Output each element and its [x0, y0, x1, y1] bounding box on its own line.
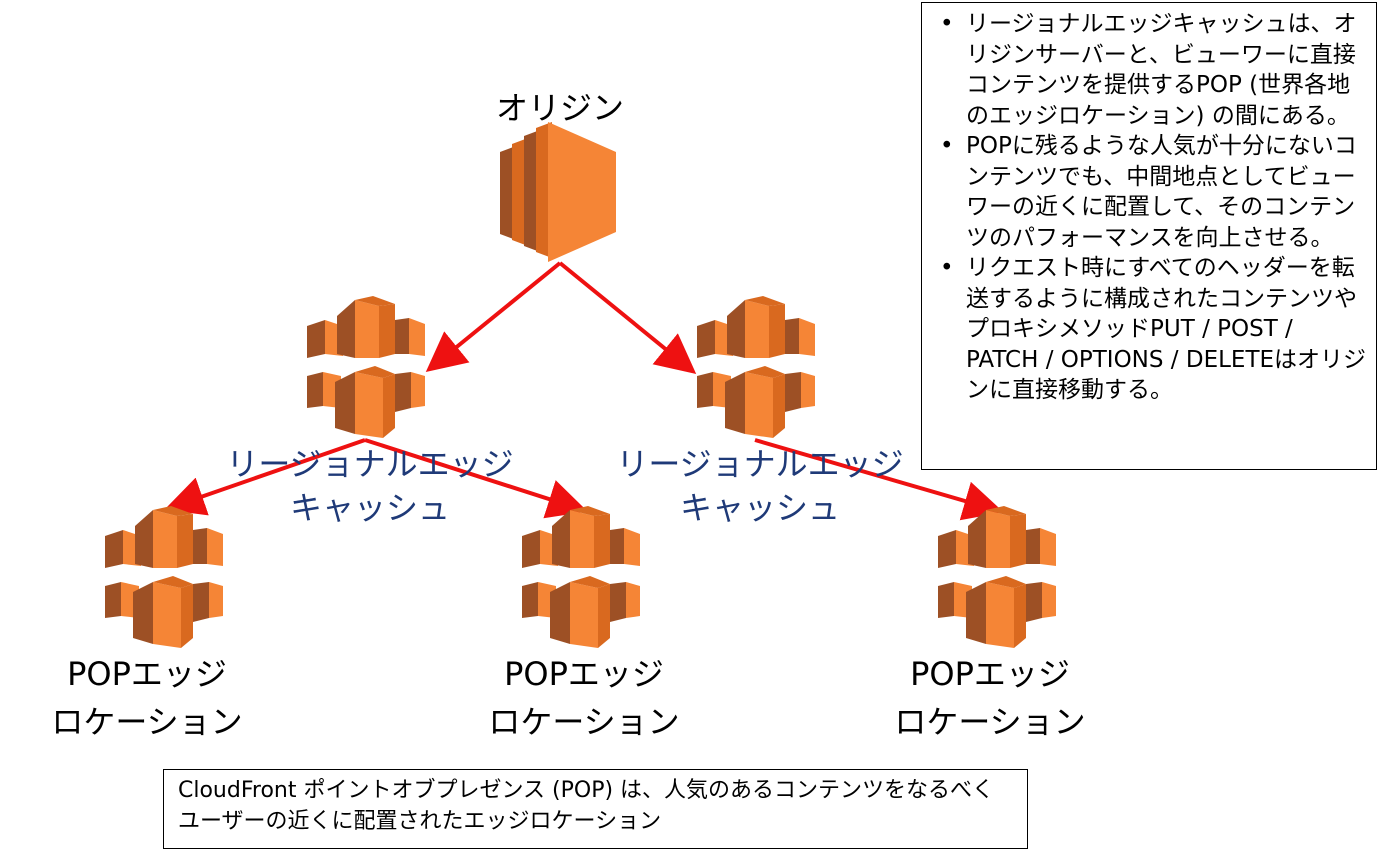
note-item: リクエスト時にすべてのヘッダーを転送するように構成されたコンテンツやプロキシメソ…: [932, 253, 1368, 406]
arrow-origin-to-regional-1: [425, 261, 562, 373]
notes-list: リージョナルエッジキャッシュは、オリジンサーバーと、ビューワーに直接コンテンツを…: [932, 9, 1368, 406]
pop-location-icon-1: [105, 506, 223, 648]
origin-label-text: オリジン: [495, 89, 624, 127]
regional-cache-label-2: リージョナルエッジ キャッシュ: [600, 442, 920, 530]
pop-location-label-3-line2: ロケーション: [894, 703, 1086, 741]
pop-location-label-1-line1: POPエッジ: [67, 655, 227, 693]
regional-cache-icon-1: [307, 296, 425, 438]
regional-cache-label-2-line1: リージョナルエッジ: [616, 445, 904, 483]
pop-location-label-2-line2: ロケーション: [488, 703, 680, 741]
notes-box: リージョナルエッジキャッシュは、オリジンサーバーと、ビューワーに直接コンテンツを…: [921, 2, 1377, 470]
pop-location-label-2: POPエッジ ロケーション: [454, 650, 714, 746]
regional-cache-label-1-line1: リージョナルエッジ: [226, 445, 514, 483]
note-item: リージョナルエッジキャッシュは、オリジンサーバーと、ビューワーに直接コンテンツを…: [932, 9, 1368, 131]
pop-location-label-1: POPエッジ ロケーション: [17, 650, 277, 746]
regional-cache-label-2-line2: キャッシュ: [679, 489, 840, 527]
regional-cache-label-1: リージョナルエッジ キャッシュ: [210, 442, 530, 530]
regional-cache-label-1-line2: キャッシュ: [289, 489, 450, 527]
arrow-regional-2-to-pop-3: [754, 438, 1004, 521]
origin-server-icon: [500, 122, 616, 262]
arrow-regional-1-to-pop-2: [364, 438, 588, 519]
pop-location-label-2-line1: POPエッジ: [504, 655, 664, 693]
regional-cache-icon-2: [697, 296, 815, 438]
arrow-origin-to-regional-2: [558, 261, 697, 375]
pop-location-label-3-line1: POPエッジ: [910, 655, 1070, 693]
pop-location-icon-3: [938, 506, 1056, 648]
caption-text: CloudFront ポイントオブプレゼンス (POP) は、人気のあるコンテン…: [178, 778, 995, 834]
note-item: POPに残るような人気が十分にないコンテンツでも、中間地点としてビューワーの近く…: [932, 131, 1368, 253]
pop-location-label-1-line2: ロケーション: [51, 703, 243, 741]
caption-box: CloudFront ポイントオブプレゼンス (POP) は、人気のあるコンテン…: [163, 769, 1028, 849]
pop-location-label-3: POPエッジ ロケーション: [860, 650, 1120, 746]
arrow-regional-1-to-pop-1: [164, 438, 366, 516]
origin-label: オリジン: [480, 86, 640, 130]
